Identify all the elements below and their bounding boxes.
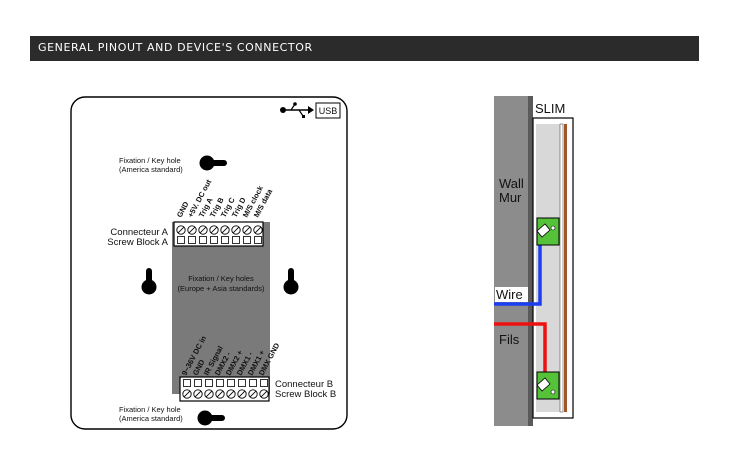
connector-a-sublabel: Screw Block A bbox=[107, 237, 168, 248]
fixation-bottom-line1: Fixation / Key hole bbox=[119, 405, 181, 414]
terminal-slot bbox=[199, 236, 207, 244]
terminal-slot bbox=[254, 236, 262, 244]
terminal-slot bbox=[227, 379, 235, 387]
usb-label: USB bbox=[319, 106, 338, 116]
slim-title: SLIM bbox=[535, 101, 565, 116]
usb-port bbox=[315, 102, 341, 119]
mur-label: Mur bbox=[499, 190, 522, 205]
fixation-bottom-line2: (America standard) bbox=[119, 414, 183, 423]
terminal-slot bbox=[238, 379, 246, 387]
wall bbox=[494, 96, 528, 426]
fixation-middle-line2: (Europe + Asia standards) bbox=[178, 284, 265, 293]
wall-label: Wall bbox=[499, 176, 524, 191]
green-connector-bottom bbox=[536, 371, 560, 400]
keyhole-bottom bbox=[197, 410, 225, 426]
terminal-slot bbox=[243, 236, 251, 244]
fixation-top-line1: Fixation / Key hole bbox=[119, 156, 181, 165]
keyhole-right bbox=[283, 268, 299, 295]
terminal-slot bbox=[188, 236, 196, 244]
terminal-slot bbox=[210, 236, 218, 244]
connector-b-sublabel: Screw Block B bbox=[275, 389, 336, 400]
terminal-slot bbox=[260, 379, 268, 387]
keyhole-left bbox=[141, 268, 157, 295]
connector-a-screws bbox=[176, 225, 263, 244]
fils-label: Fils bbox=[499, 332, 520, 347]
fixation-middle-line1: Fixation / Key holes bbox=[188, 274, 254, 283]
connector-a-label: Connecteur A bbox=[110, 227, 168, 238]
wall-edge bbox=[528, 96, 533, 426]
slim-brown-strip bbox=[564, 124, 567, 412]
fixation-top-line2: (America standard) bbox=[119, 165, 183, 174]
terminal-slot bbox=[216, 379, 224, 387]
wire-label: Wire bbox=[496, 287, 523, 302]
terminal-slot bbox=[194, 379, 202, 387]
section-title: GENERAL PINOUT AND DEVICE'S CONNECTOR bbox=[38, 41, 313, 54]
terminal-slot bbox=[232, 236, 240, 244]
connector-b-label: Connecteur B bbox=[275, 379, 333, 390]
terminal-slot bbox=[205, 379, 213, 387]
usb-icon bbox=[280, 102, 314, 118]
connector-b-screws bbox=[182, 379, 269, 399]
section-header: GENERAL PINOUT AND DEVICE'S CONNECTOR bbox=[30, 36, 699, 61]
wire-label-bg bbox=[495, 287, 528, 302]
terminal-slot bbox=[249, 379, 257, 387]
keyhole-top bbox=[199, 155, 227, 171]
terminal-slot bbox=[221, 236, 229, 244]
terminal-slot bbox=[183, 379, 191, 387]
slim-glass bbox=[559, 123, 564, 413]
center-panel bbox=[172, 222, 270, 394]
green-connector-top bbox=[536, 217, 560, 246]
terminal-slot bbox=[177, 236, 185, 244]
